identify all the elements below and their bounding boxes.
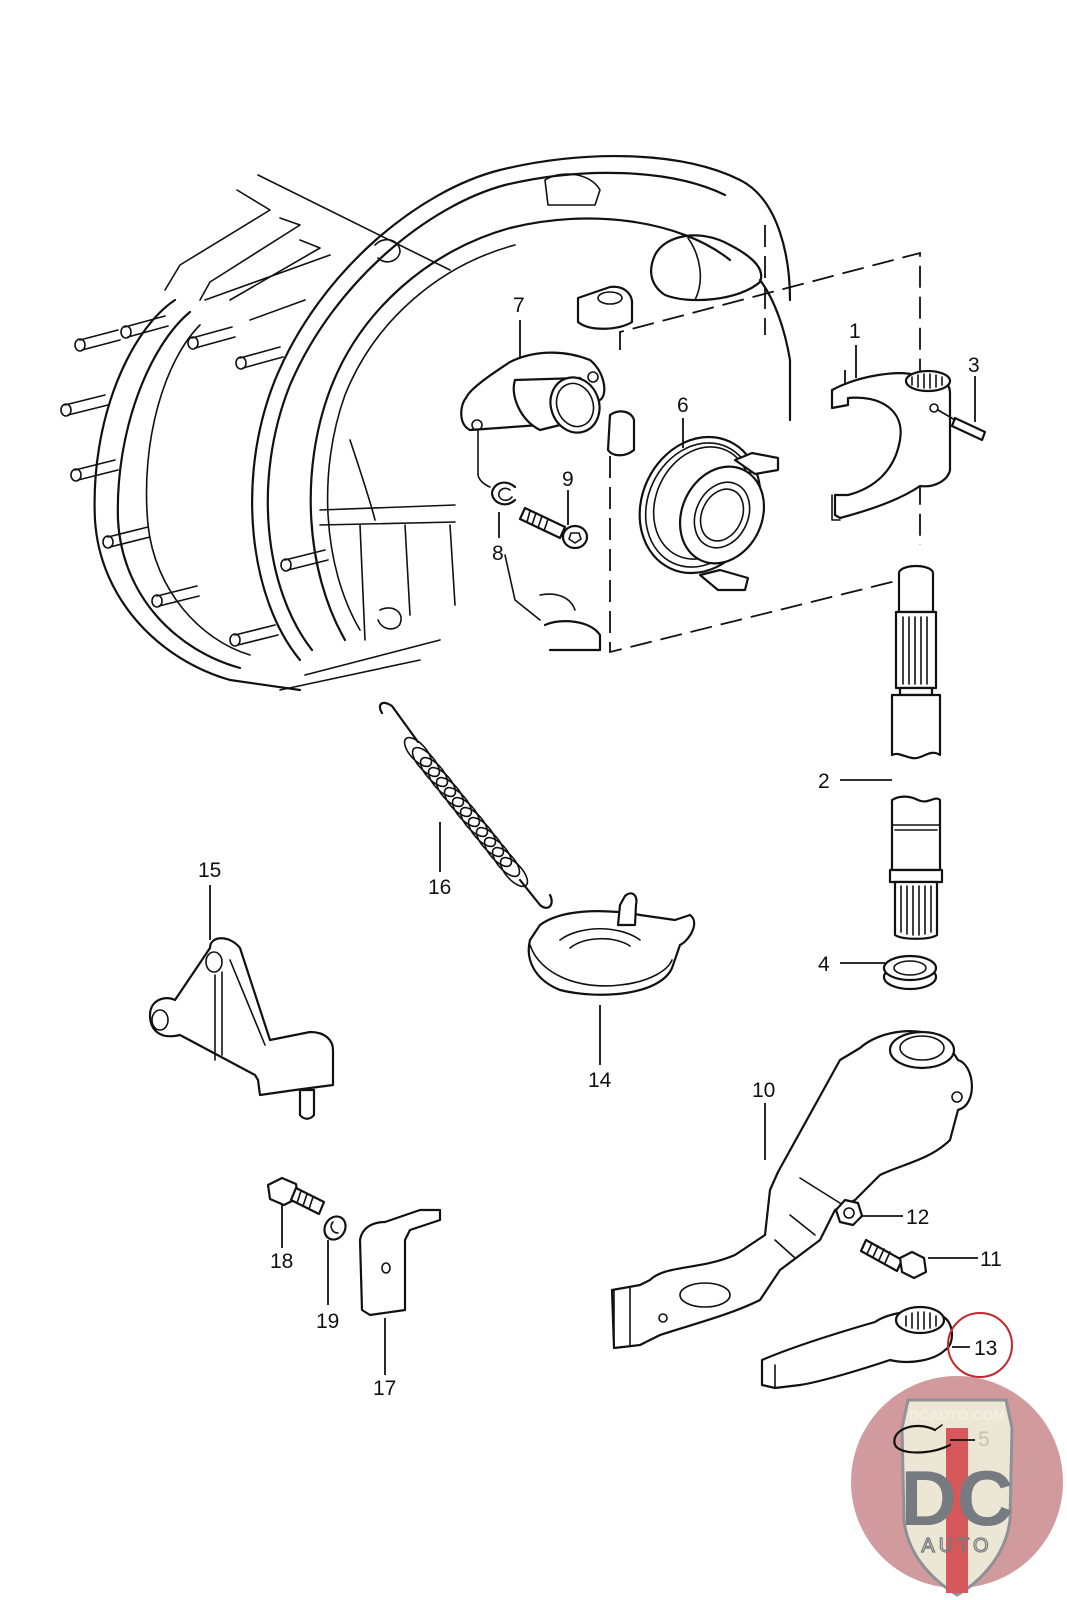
part-15-bracket: [148, 937, 335, 1120]
callout-2: 2: [818, 770, 830, 793]
part-18-hex-bolt: [266, 1176, 326, 1216]
callout-7: 7: [513, 294, 525, 317]
dcauto-watermark: DCAUTO.COM DC AUTO: [851, 1376, 1063, 1597]
part-9-socket-bolt: [518, 506, 589, 550]
part-6-release-bearing: [638, 435, 780, 592]
watermark-top-text: DCAUTO.COM: [909, 1407, 1005, 1423]
part-13-clutch-lever: [760, 1305, 953, 1390]
housing-studs: [60, 315, 329, 647]
callout-1: 1: [849, 320, 861, 343]
callout-13: 13: [974, 1337, 997, 1360]
part-10-release-lever: [610, 1030, 973, 1350]
part-1-release-fork: [830, 345, 952, 521]
callout-8: 8: [492, 542, 504, 565]
callout-labels: 1 2 3 4 5 6 7 8 9 10 11 12 13 14 15 16 1…: [198, 294, 1002, 1451]
callout-17: 17: [373, 1377, 396, 1400]
callout-15: 15: [198, 859, 221, 882]
assembly-lines: [609, 225, 921, 654]
part-8-lock-washer: [477, 429, 517, 506]
callout-11: 11: [980, 1248, 1002, 1271]
part-4-seal-ring: [882, 954, 938, 991]
callout-12: 12: [906, 1206, 929, 1229]
callout-9: 9: [562, 468, 574, 491]
callout-6: 6: [677, 394, 689, 417]
callout-16: 16: [428, 876, 451, 899]
watermark-stripe: [946, 1428, 968, 1593]
callout-18: 18: [270, 1250, 293, 1273]
part-19-washer: [323, 1215, 347, 1241]
transmission-housing: [60, 154, 792, 692]
part-5-circlip: [893, 1424, 975, 1454]
part-3-pin: [937, 409, 987, 442]
part-2-release-shaft: [888, 564, 944, 940]
callout-14: 14: [588, 1069, 612, 1092]
callout-4: 4: [818, 953, 830, 976]
highlight-circle-13: [947, 1312, 1013, 1378]
callout-3: 3: [968, 354, 980, 377]
watermark-logo-text: DC: [901, 1454, 1014, 1542]
part-16-tension-spring: [378, 701, 553, 909]
part-14-spring-retainer: [527, 892, 696, 996]
watermark-bottom-text: AUTO: [921, 1535, 992, 1557]
part-17-angle-plate: [358, 1208, 442, 1317]
part-7-guide-sleeve: [460, 351, 606, 434]
callout-19: 19: [316, 1310, 339, 1333]
callout-10: 10: [752, 1079, 775, 1102]
leader-lines: [209, 320, 978, 1375]
part-11-hex-bolt: [859, 1238, 928, 1280]
spacer-block: [576, 285, 636, 457]
